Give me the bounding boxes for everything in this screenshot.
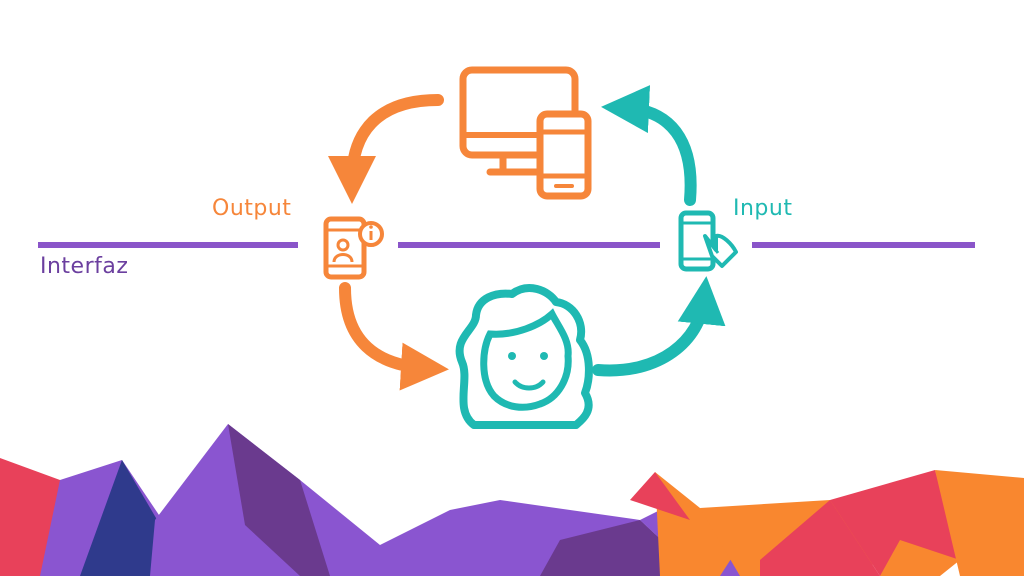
phone-touch-icon (678, 210, 738, 272)
arrow-user-to-input (592, 276, 726, 377)
user-face-icon (455, 284, 593, 429)
interface-label: Interfaz (40, 254, 129, 279)
phone-info-icon (323, 216, 384, 280)
arrow-output-to-user (339, 282, 449, 391)
arrow-input-to-devices (601, 85, 697, 206)
input-label: Input (733, 196, 793, 221)
output-label: Output (212, 196, 292, 221)
monitor-and-phone-icon (459, 66, 592, 200)
arrow-devices-to-output (328, 94, 444, 204)
mountain-background (0, 424, 1024, 576)
